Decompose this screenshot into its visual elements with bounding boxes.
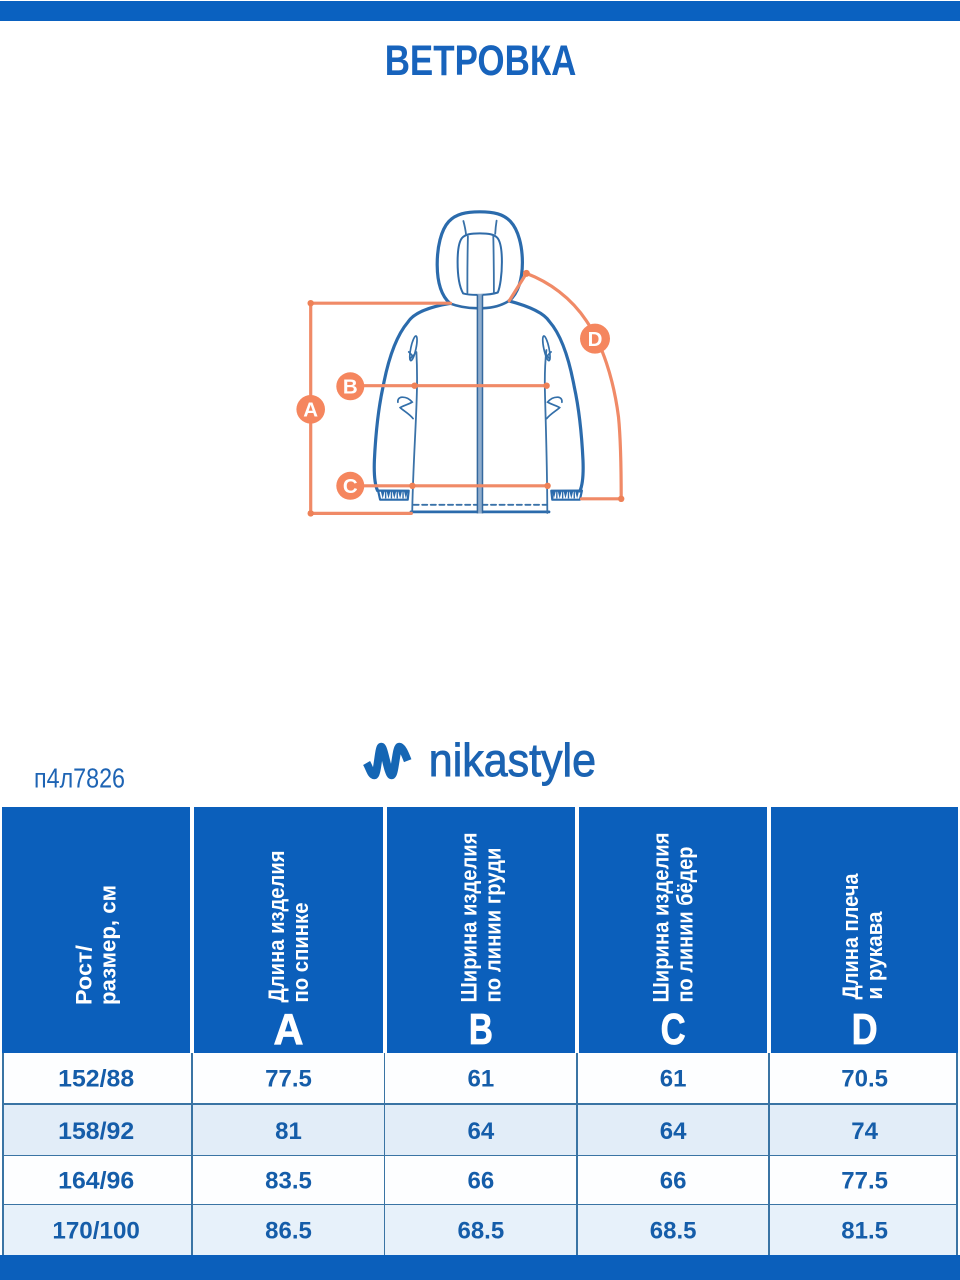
svg-text:размер, см: размер, см [96, 885, 121, 1005]
svg-text:81: 81 [275, 1118, 302, 1145]
svg-text:83.5: 83.5 [265, 1168, 312, 1195]
svg-text:D: D [588, 328, 603, 351]
svg-text:61: 61 [467, 1066, 494, 1093]
svg-text:Рост/: Рост/ [72, 945, 97, 1005]
svg-text:C: C [343, 475, 358, 498]
svg-text:64: 64 [467, 1118, 494, 1145]
svg-text:B: B [469, 1005, 493, 1054]
svg-text:64: 64 [660, 1118, 687, 1145]
svg-text:D: D [852, 1005, 878, 1054]
svg-text:C: C [661, 1005, 686, 1054]
svg-text:81.5: 81.5 [841, 1217, 888, 1244]
svg-text:Ширина изделия: Ширина изделия [649, 833, 674, 1003]
svg-text:70.5: 70.5 [841, 1066, 888, 1093]
svg-text:A: A [274, 1005, 304, 1054]
svg-text:66: 66 [467, 1168, 494, 1195]
svg-text:170/100: 170/100 [52, 1217, 140, 1244]
svg-text:A: A [303, 399, 318, 422]
svg-text:158/92: 158/92 [58, 1118, 134, 1145]
svg-text:по линии бёдер: по линии бёдер [673, 847, 698, 1003]
svg-text:74: 74 [851, 1118, 878, 1145]
svg-text:77.5: 77.5 [841, 1168, 888, 1195]
svg-text:86.5: 86.5 [265, 1217, 312, 1244]
svg-text:п4л7826: п4л7826 [34, 762, 125, 793]
svg-text:nikastyle: nikastyle [429, 734, 596, 786]
svg-text:по спинке: по спинке [288, 903, 313, 1003]
svg-text:152/88: 152/88 [58, 1066, 134, 1093]
svg-text:B: B [343, 376, 358, 399]
svg-text:68.5: 68.5 [650, 1217, 697, 1244]
svg-text:66: 66 [660, 1168, 687, 1195]
svg-text:61: 61 [660, 1066, 687, 1093]
svg-text:164/96: 164/96 [58, 1168, 134, 1195]
svg-text:ВЕТРОВКА: ВЕТРОВКА [385, 37, 577, 84]
svg-text:68.5: 68.5 [457, 1217, 504, 1244]
svg-text:Длина плеча: Длина плеча [838, 873, 863, 1000]
svg-text:Длина изделия: Длина изделия [264, 851, 289, 1003]
svg-text:по линии груди: по линии груди [480, 848, 505, 1003]
svg-text:Ширина изделия: Ширина изделия [456, 833, 481, 1003]
svg-text:77.5: 77.5 [265, 1066, 312, 1093]
svg-text:и рукава: и рукава [862, 911, 887, 1000]
